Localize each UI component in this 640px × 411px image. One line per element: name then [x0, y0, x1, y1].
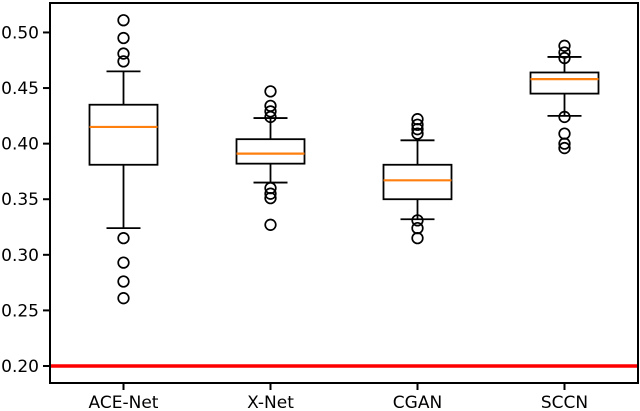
y-tick-label: 0.25 [1, 301, 39, 321]
plot-border [49, 2, 639, 384]
y-tick-label: 0.40 [1, 135, 39, 155]
outlier-point [411, 231, 424, 245]
outlier-point [117, 256, 130, 269]
outlier-point [558, 51, 571, 65]
outlier-point [411, 127, 424, 140]
outlier-point [558, 39, 571, 52]
outlier-point [117, 231, 130, 245]
outlier-point [117, 31, 130, 45]
outlier-point [558, 137, 571, 150]
y-tick-label: 0.20 [1, 357, 39, 377]
outlier-point [411, 118, 424, 131]
box [235, 138, 306, 165]
outlier-point [558, 46, 571, 59]
outlier-point [264, 191, 277, 205]
y-tick-label: 0.50 [1, 23, 39, 43]
x-tick-label: X-Net [247, 393, 294, 411]
x-tick-label: CGAN [393, 393, 442, 411]
outlier-point [117, 47, 130, 60]
outlier-point [117, 275, 130, 288]
outlier-point [264, 110, 277, 124]
outlier-point [558, 127, 571, 140]
box [382, 163, 453, 201]
y-tick-label: 0.35 [1, 190, 39, 210]
x-tick-label: ACE-Net [89, 393, 159, 411]
outlier-point [117, 292, 130, 305]
outlier-point [264, 187, 277, 200]
outlier-point [264, 85, 277, 98]
outlier-point [117, 14, 130, 27]
box [88, 103, 159, 166]
y-tick-label: 0.45 [1, 79, 39, 99]
outlier-point [558, 110, 571, 124]
outlier-point [411, 221, 424, 235]
box [529, 71, 600, 95]
outlier-point [264, 218, 277, 231]
outlier-point [411, 214, 424, 227]
outlier-point [558, 141, 571, 155]
x-tick-label: SCCN [541, 393, 588, 411]
outlier-point [117, 55, 130, 68]
outlier-point [411, 123, 424, 136]
y-tick-label: 0.30 [1, 246, 39, 266]
outlier-point [264, 105, 277, 118]
